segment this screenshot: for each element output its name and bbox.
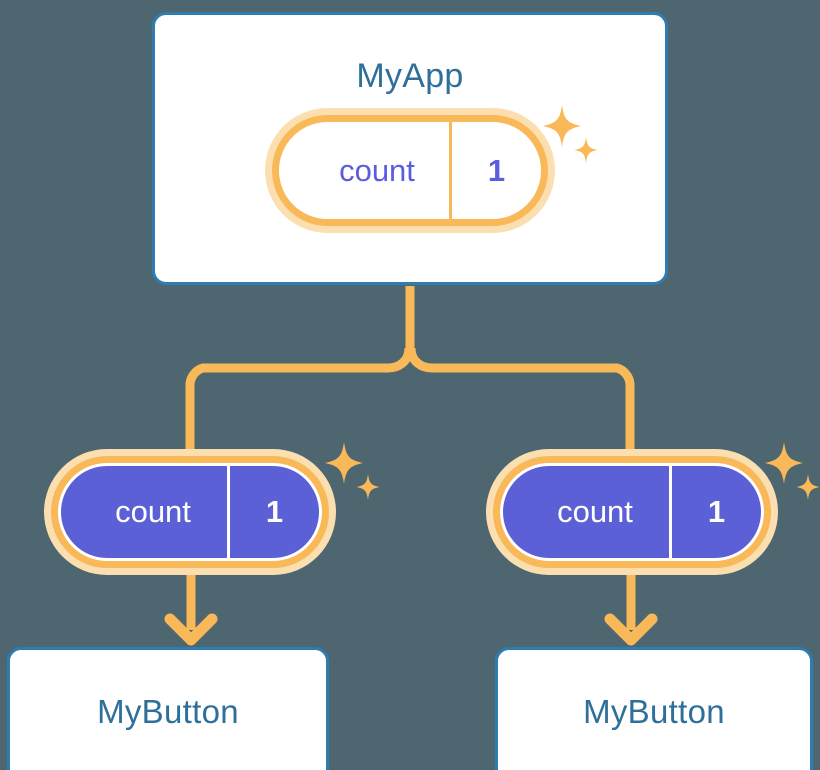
component-card-mybutton-left[interactable]: MyButton [7,647,329,770]
state-pill-left[interactable]: count 1 [44,449,336,575]
pill-halo-ring: count 1 [486,449,778,575]
pill-fill: count 1 [61,466,319,558]
state-key-label: count [339,152,415,188]
state-key-label: count [557,494,633,529]
arrow-head-left [164,613,218,646]
pill-fill: count 1 [503,466,761,558]
state-pill-right[interactable]: count 1 [486,449,778,575]
component-label: MyButton [583,693,725,730]
pill-halo-ring: count 1 [265,108,555,233]
arrow-head-right [604,613,658,646]
connector-branch-left [185,347,414,460]
pill-border-ring: count 1 [51,456,329,568]
pill-halo-ring: count 1 [44,449,336,575]
component-label: MyButton [97,693,239,730]
state-value-label: 1 [227,466,319,558]
page-title: MyApp [356,57,464,95]
state-value-label: 1 [669,466,761,558]
pill-border-ring: count 1 [493,456,771,568]
connector-branch-right [406,347,635,460]
component-card-mybutton-right[interactable]: MyButton [495,647,813,770]
state-key-label: count [115,494,191,529]
pill-border-ring: count 1 [272,115,548,226]
state-value-label: 1 [449,122,541,219]
state-pill-myapp[interactable]: count 1 [265,108,555,233]
